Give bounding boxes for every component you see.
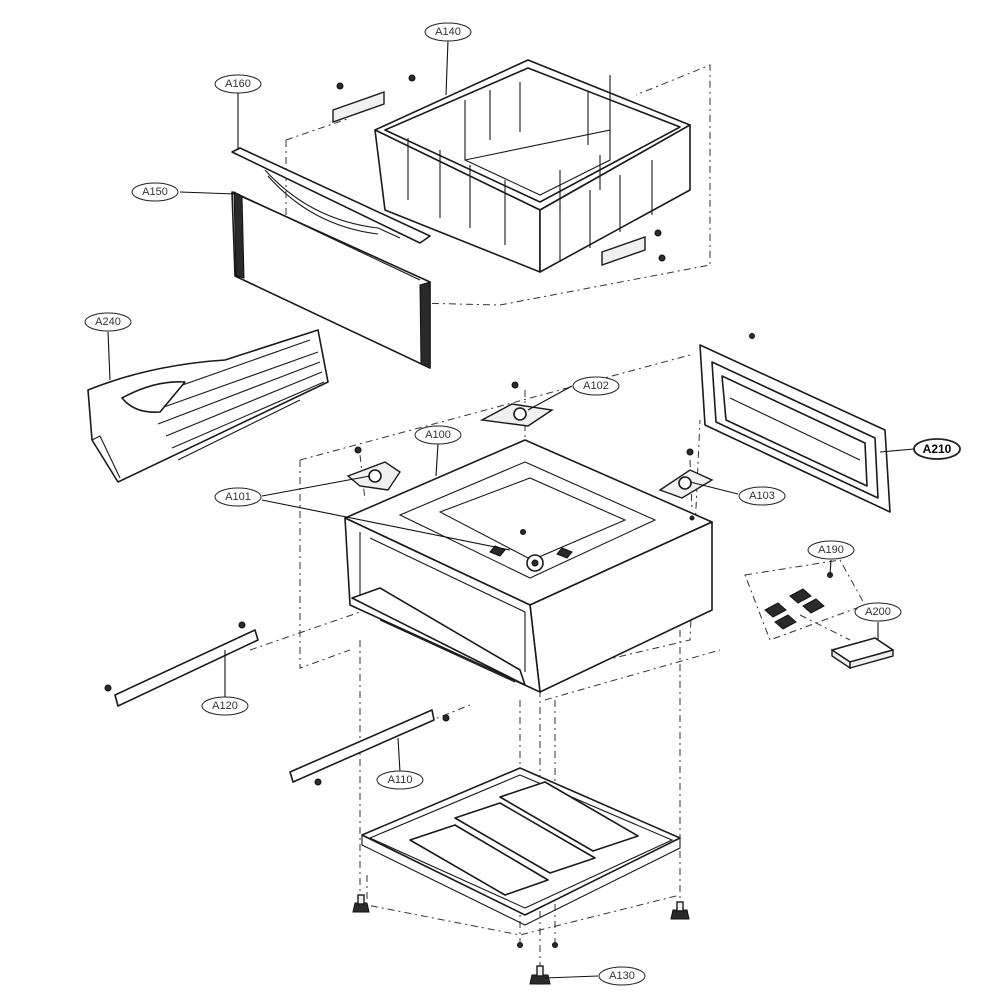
clips-part [764,572,833,630]
base-tray-part [361,767,681,926]
side-cover-part [87,329,329,483]
callout-label-a210: A210 [923,442,952,456]
callout-label-a130: A130 [609,970,635,982]
callout-label-a120: A120 [212,700,238,712]
callout-label-a103: A103 [749,490,775,502]
callout-a120: A120 [201,696,249,716]
callout-a102: A102 [572,376,620,396]
callout-a210: A210 [913,438,961,460]
leveling-feet-part [352,894,690,985]
callout-a150: A150 [131,182,179,202]
rear-panel-part [699,333,891,513]
rail-a120 [104,621,259,707]
callout-label-a150: A150 [142,186,168,198]
callout-label-a190: A190 [818,544,844,556]
callout-a103: A103 [738,486,786,506]
callout-label-a110: A110 [388,774,413,786]
leader-lines [107,39,915,979]
callout-a240: A240 [84,312,132,332]
callout-a160: A160 [214,74,262,94]
callout-label-a102: A102 [583,380,609,392]
callout-label-a240: A240 [95,316,121,328]
callout-label-a100: A100 [425,429,451,441]
drawer-bin-part [374,59,691,273]
bracket-a102 [479,381,554,427]
bracket-a101 [346,446,401,491]
callout-a140: A140 [424,22,472,42]
cabinet-frame-part [344,439,713,693]
drawer-front-panel-part [231,191,431,369]
callout-a100: A100 [414,425,462,445]
callout-label-a200: A200 [865,606,891,618]
drawer-handle-part [231,147,431,244]
callout-label-a101: A101 [225,491,251,503]
callout-a101: A101 [214,487,262,507]
rail-a110 [289,709,450,786]
callout-label-a160: A160 [225,78,251,90]
callout-a130: A130 [598,966,646,986]
callout-a110: A110 [376,770,424,790]
callout-a190: A190 [807,540,855,560]
callout-a200: A200 [854,602,902,622]
callout-label-a140: A140 [435,26,461,38]
pad-part [831,637,894,670]
bin-bracket-right [601,229,666,266]
bracket-a103 [658,448,714,499]
bin-bracket-left [332,74,416,123]
